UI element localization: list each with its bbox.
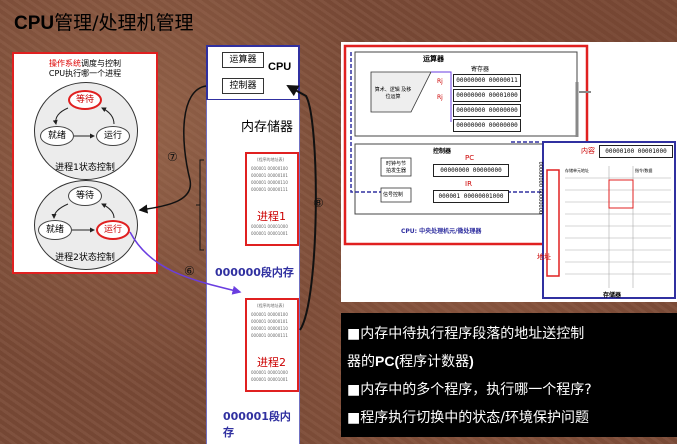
marker-8: ⑧ xyxy=(313,196,324,210)
clock-box: 时钟与节 拍发生器 xyxy=(383,160,409,174)
alu-top-label: 运算器 xyxy=(423,54,444,64)
mem-reg-label: 内容 xyxy=(581,146,595,156)
explanation-panel: ■内存中待执行程序段落的地址送控制 器的PC(程序计数器) ■内存中的多个程序，… xyxy=(341,313,677,437)
addr-column: 00000000 00000000 xyxy=(539,162,545,215)
marker-6: ⑥ xyxy=(184,264,195,278)
addr-label: 地址 xyxy=(537,252,551,262)
decoder-box: 信号控制 xyxy=(383,191,403,198)
cpu-detail-diagram: 运算器 寄存器 00000000 00000011 00000000 00001… xyxy=(341,42,677,302)
r-label-1: Rj xyxy=(437,94,443,101)
text-line-4: ■程序执行切换中的状态/环境保护问题 xyxy=(347,407,589,427)
reg-group-label: 寄存器 xyxy=(471,64,489,73)
ctrl-label: 控制器 xyxy=(433,146,451,155)
text-line-2a: 器的 xyxy=(347,354,375,370)
pc-register: 00000000 00000000 xyxy=(433,164,509,177)
text-line-3: ■内存中的多个程序，执行哪一个程序? xyxy=(347,379,592,399)
text-line-2d: ) xyxy=(469,353,474,369)
mem-header-1: 指令/数据 xyxy=(635,168,652,174)
mem-header-0: 存储单元地址 xyxy=(565,168,589,174)
mem-reg-value: 00000100 00001000 xyxy=(599,145,673,158)
text-line-2b: PC( xyxy=(375,353,399,369)
text-line-2: 器的PC(程序计数器) xyxy=(347,351,474,371)
ir-label: IR xyxy=(465,180,472,188)
cpu-caption: CPU: 中央处理机元/微处理器 xyxy=(401,226,481,235)
text-line-1: ■内存中待执行程序段落的地址送控制 xyxy=(347,323,584,343)
marker-7: ⑦ xyxy=(167,150,178,164)
ir-register: 000001 00000001000 xyxy=(433,190,509,203)
register-2: 00000000 00000000 xyxy=(453,104,521,117)
pc-label: PC xyxy=(465,154,474,162)
register-0: 00000000 00000011 xyxy=(453,74,521,87)
register-3: 00000000 00000000 xyxy=(453,119,521,132)
mem-caption: 存储器 xyxy=(603,290,621,299)
r-label-0: Rj xyxy=(437,78,443,85)
register-1: 00000000 00001000 xyxy=(453,89,521,102)
text-line-2c: 程序计数器 xyxy=(399,354,469,370)
alu-box: 算术、逻辑 及移位运算 xyxy=(373,86,413,100)
